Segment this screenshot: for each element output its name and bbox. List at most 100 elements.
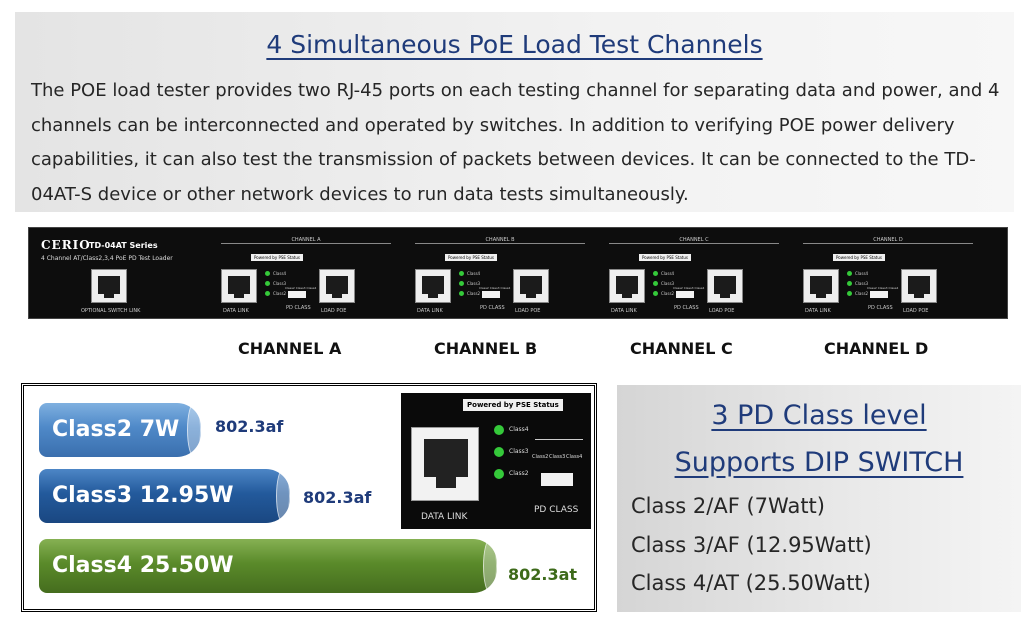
pd-class-item: Class 3/AF (12.95Watt): [631, 533, 872, 557]
pd-class-panel: 3 PD Class level Supports DIP SWITCH Cla…: [617, 385, 1021, 612]
led-label: Class2: [855, 291, 869, 296]
data-link-label: DATA LINK: [805, 308, 831, 314]
zoom-dip-label: Class3: [549, 454, 566, 460]
class2-label: Class2 7W: [52, 417, 180, 442]
class3-label: Class3 12.95W: [52, 483, 234, 508]
intro-panel: 4 Simultaneous PoE Load Test Channels Th…: [15, 12, 1014, 212]
data-link-port: [415, 269, 451, 303]
intro-paragraph: The POE load tester provides two RJ-45 p…: [31, 80, 1000, 205]
pse-status-label: Powered by PSE Status: [445, 254, 497, 261]
class2-standard: 802.3af: [215, 417, 284, 436]
led-class3: [265, 281, 270, 286]
dip-switch[interactable]: [482, 291, 500, 298]
zoom-led-label: Class3: [509, 448, 529, 455]
switch-link-label: OPTIONAL SWITCH LINK: [81, 308, 141, 314]
led-class2: [459, 291, 464, 296]
led-label: Class4: [661, 271, 675, 276]
led-label: Class4: [855, 271, 869, 276]
data-link-port: [221, 269, 257, 303]
led-label: Class3: [661, 281, 675, 286]
channel-panel-label-text: CHANNEL C: [674, 237, 714, 243]
data-link-port: [803, 269, 839, 303]
zoom-dip-switch[interactable]: [541, 473, 573, 486]
zoomed-channel-panel: Powered by PSE Status Class4 Class3 Clas…: [401, 393, 591, 529]
channel-c-panel: CHANNEL C Powered by PSE Status Class4 C…: [609, 228, 799, 320]
device-subtitle: 4 Channel AT/Class2,3,4 PoE PD Test Load…: [41, 255, 173, 262]
load-poe-label: LOAD POE: [903, 308, 929, 314]
led-class4: [653, 271, 658, 276]
channel-a-panel: CHANNEL A Powered by PSE Status Class4 C…: [221, 228, 411, 320]
zoom-data-link-port: [411, 427, 479, 501]
data-link-label: DATA LINK: [417, 308, 443, 314]
data-link-label: DATA LINK: [223, 308, 249, 314]
channel-c-caption: CHANNEL C: [630, 339, 733, 358]
data-link-label: DATA LINK: [611, 308, 637, 314]
load-poe-port: [319, 269, 355, 303]
zoom-led-class3: [494, 447, 504, 457]
channel-divider: [415, 243, 585, 244]
zoom-led-label: Class4: [509, 426, 529, 433]
channel-b-caption: CHANNEL B: [434, 339, 538, 358]
channel-panel-label: CHANNEL C: [609, 237, 779, 243]
zoom-led-class2: [494, 469, 504, 479]
page-title: 4 Simultaneous PoE Load Test Channels: [266, 30, 763, 59]
dip-switch-labels: Class2 Class3 Class4: [479, 286, 511, 290]
load-poe-port: [707, 269, 743, 303]
brand-logo: CERIO: [41, 238, 91, 252]
zoom-led-label: Class2: [509, 470, 529, 477]
class4-standard: 802.3at: [508, 565, 578, 584]
zoom-dip-label: Class4: [566, 454, 583, 460]
load-poe-port: [901, 269, 937, 303]
load-poe-label: LOAD POE: [515, 308, 541, 314]
led-class2: [653, 291, 658, 296]
pd-class-item: Class 4/AT (25.50Watt): [631, 571, 871, 595]
zoom-led-class4: [494, 425, 504, 435]
led-label: Class3: [467, 281, 481, 286]
device-model: TD-04AT Series: [89, 241, 158, 250]
channel-panel-label: CHANNEL D: [803, 237, 973, 243]
channel-a-caption: CHANNEL A: [238, 339, 342, 358]
channel-panel-label-text: CHANNEL B: [480, 237, 520, 243]
led-label: Class3: [855, 281, 869, 286]
device-front-panel: CERIO TD-04AT Series 4 Channel AT/Class2…: [28, 227, 1008, 319]
channel-panel-label: CHANNEL A: [221, 237, 391, 243]
led-class3: [653, 281, 658, 286]
class4-bar: Class4 25.50W: [39, 539, 497, 593]
pd-class-label: PD CLASS: [286, 305, 311, 311]
load-poe-label: LOAD POE: [709, 308, 735, 314]
pd-class-label: PD CLASS: [480, 305, 505, 311]
zoom-pse-label: Powered by PSE Status: [463, 399, 563, 411]
led-class2: [265, 291, 270, 296]
led-label: Class2: [273, 291, 287, 296]
led-label: Class3: [273, 281, 287, 286]
switch-link-port: [91, 269, 127, 303]
class2-bar: Class2 7W: [39, 403, 201, 457]
led-class4: [847, 271, 852, 276]
zoom-pd-class-label: PD CLASS: [534, 505, 579, 515]
channel-panel-label-text: CHANNEL A: [286, 237, 326, 243]
channel-d-caption: CHANNEL D: [824, 339, 929, 358]
class4-label: Class4 25.50W: [52, 553, 234, 578]
pse-status-label: Powered by PSE Status: [833, 254, 885, 261]
led-label: Class2: [467, 291, 481, 296]
load-poe-port: [513, 269, 549, 303]
zoom-port-socket: [424, 439, 468, 477]
dip-switch[interactable]: [676, 291, 694, 298]
channel-panel-label-text: CHANNEL D: [868, 237, 908, 243]
dip-switch-title: Supports DIP SWITCH: [674, 447, 964, 478]
dip-switch[interactable]: [288, 291, 306, 298]
load-poe-label: LOAD POE: [321, 308, 347, 314]
led-class3: [459, 281, 464, 286]
led-label: Class2: [661, 291, 675, 296]
class3-bar: Class3 12.95W: [39, 469, 290, 523]
class-power-panel: Class2 7W 802.3af Class3 12.95W 802.3af …: [21, 383, 597, 612]
dip-switch-labels: Class2 Class3 Class4: [285, 286, 317, 290]
dip-switch-labels: Class2 Class3 Class4: [867, 286, 899, 290]
channel-panel-label: CHANNEL B: [415, 237, 585, 243]
zoom-dip-bracket: [535, 439, 583, 440]
channel-divider: [609, 243, 779, 244]
class3-standard: 802.3af: [303, 488, 372, 507]
dip-switch[interactable]: [870, 291, 888, 298]
channel-b-panel: CHANNEL B Powered by PSE Status Class4 C…: [415, 228, 605, 320]
pd-class-title: 3 PD Class level: [711, 400, 927, 431]
